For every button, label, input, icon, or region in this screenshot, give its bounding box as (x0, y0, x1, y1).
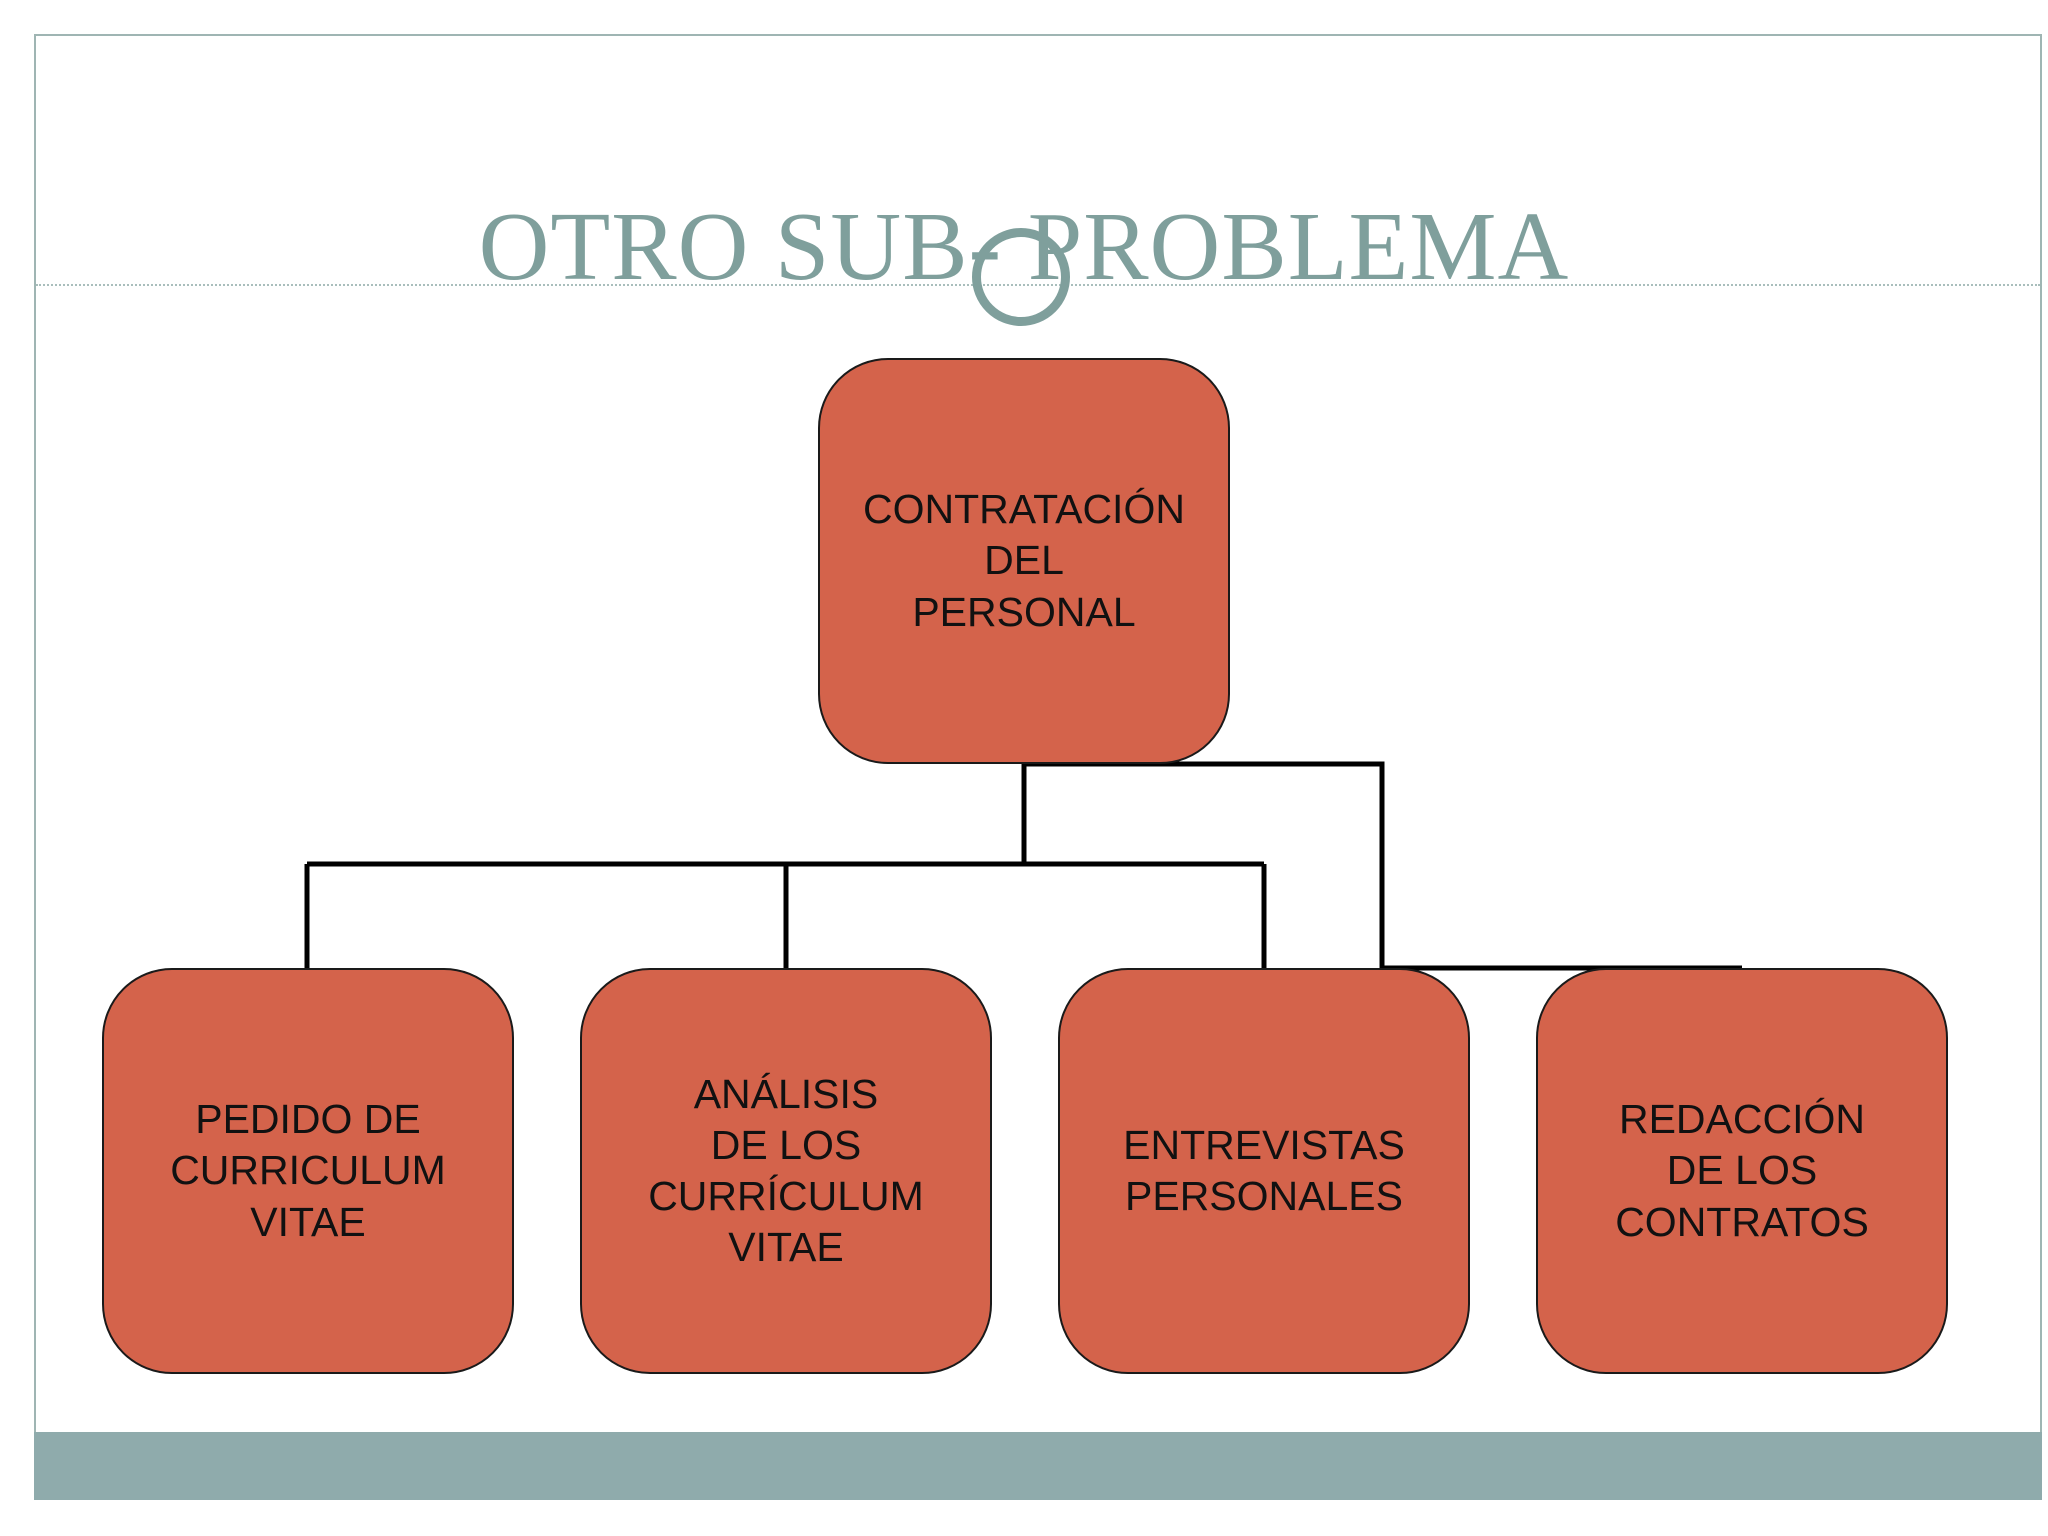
node-root: CONTRATACIÓN DEL PERSONAL (818, 358, 1230, 764)
node-child-2: ANÁLISIS DE LOS CURRÍCULUM VITAE (580, 968, 992, 1374)
node-child-1: PEDIDO DE CURRICULUM VITAE (102, 968, 514, 1374)
connector-to-child-4 (1024, 761, 1742, 971)
footer-band (34, 1432, 2042, 1500)
node-child-3: ENTREVISTAS PERSONALES (1058, 968, 1470, 1374)
node-child-4: REDACCIÓN DE LOS CONTRATOS (1536, 968, 1948, 1374)
title-ornament-circle (972, 228, 1070, 326)
slide-title: OTRO SUB- PROBLEMA (478, 193, 1570, 301)
